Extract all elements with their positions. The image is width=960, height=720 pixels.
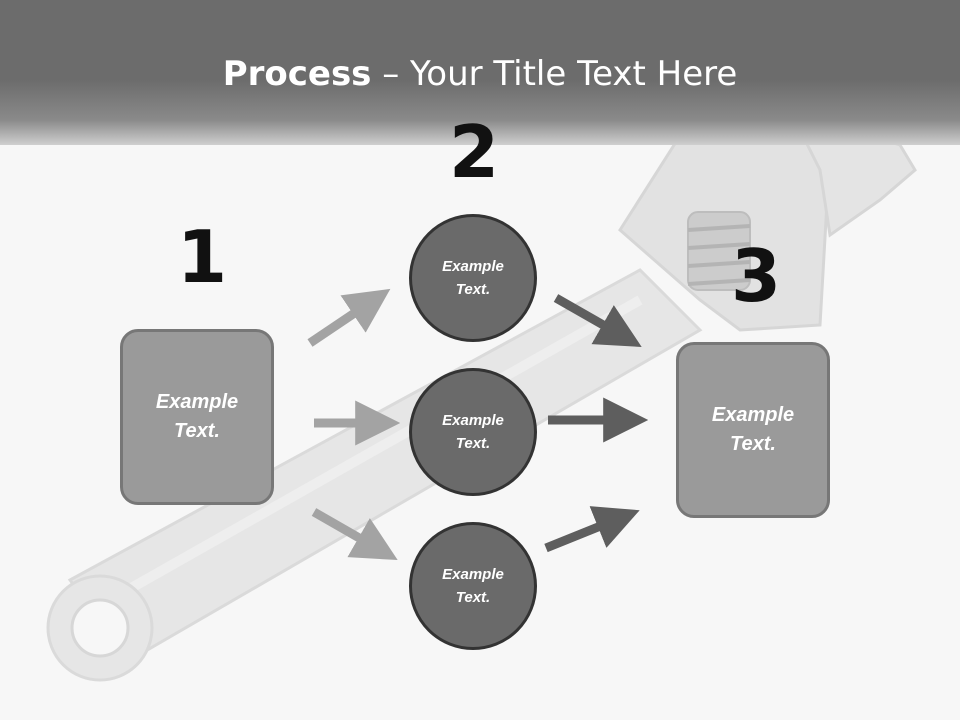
title-banner xyxy=(0,0,960,145)
step-2-circle-bottom: Example Text. xyxy=(409,522,537,650)
title-bold-part: Process xyxy=(222,54,372,94)
step-2-circle-bottom-text: Example Text. xyxy=(442,566,504,606)
step-number-3: 3 xyxy=(731,234,782,318)
step-2-circle-top: Example Text. xyxy=(409,214,537,342)
step-2-circle-middle: Example Text. xyxy=(409,368,537,496)
arrow-1-to-2-bottom xyxy=(311,508,398,561)
title-rest-part: – Your Title Text Here xyxy=(371,54,738,94)
page-title: Process – Your Title Text Here xyxy=(0,52,960,96)
step-number-1: 1 xyxy=(177,215,228,299)
arrow-1-to-2-top xyxy=(307,288,391,347)
step-number-2: 2 xyxy=(449,110,500,194)
step-1-text: Example Text. xyxy=(155,391,239,442)
step-2-circle-top-text: Example Text. xyxy=(442,258,504,298)
step-3-text: Example Text. xyxy=(711,404,795,455)
arrow-2-to-3-bottom xyxy=(544,506,640,553)
step-1-box: Example Text. xyxy=(120,329,274,505)
arrow-2-to-3-top xyxy=(553,294,642,347)
step-2-circle-middle-text: Example Text. xyxy=(442,412,504,452)
step-3-box: Example Text. xyxy=(676,342,830,518)
